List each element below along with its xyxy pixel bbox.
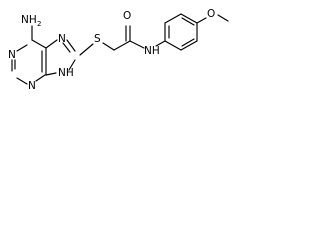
bond-c5-c6 bbox=[31, 39, 47, 49]
bond-c6-n1 bbox=[16, 44, 28, 52]
bond-n7-c8 bbox=[66, 39, 76, 52]
bond-ph-c3-c4 bbox=[180, 13, 198, 24]
bond-n3-c4 bbox=[35, 74, 46, 82]
purine-n9-label: NH bbox=[58, 67, 74, 79]
bond-c8-n9 bbox=[68, 59, 76, 71]
bond-ph-c6-c1 bbox=[164, 40, 182, 51]
purine-n3-label: N bbox=[28, 80, 36, 92]
purine-n7-label: N bbox=[58, 33, 66, 45]
bond-carbonyl-nh bbox=[129, 40, 145, 49]
bond-n9-c4 bbox=[45, 72, 57, 76]
bond-ph-c3-c4-double bbox=[181, 17, 195, 26]
amide-nh-label: NH bbox=[144, 45, 160, 57]
bond-sulfur-ch2 bbox=[102, 42, 115, 51]
bond-c8-sulfur bbox=[79, 43, 94, 56]
amine-label: NH bbox=[21, 14, 37, 26]
bond-c5-n7 bbox=[45, 39, 58, 49]
sulfur-label: S bbox=[94, 33, 101, 45]
purine-n1-label: N bbox=[8, 49, 16, 61]
bond-ph-c5-c6 bbox=[180, 40, 198, 51]
bond-lines bbox=[11, 13, 229, 85]
amine-subscript: 2 bbox=[37, 20, 41, 28]
bond-ph-ether bbox=[196, 17, 207, 24]
bond-c2-n3 bbox=[16, 77, 28, 85]
bond-ph-c2-c3 bbox=[164, 13, 182, 24]
bond-ph-c5-c6-double bbox=[181, 38, 195, 47]
bond-nh-phenyl bbox=[155, 40, 166, 47]
bond-ch2-carbonyl bbox=[113, 40, 131, 51]
ether-oxygen-label: O bbox=[207, 8, 215, 20]
atom-labels: NH 2 N N N NH S O NH O bbox=[8, 8, 215, 92]
chemical-structure-diagram: NH 2 N N N NH S O NH O bbox=[8, 8, 229, 92]
bond-n7-c8-double bbox=[62, 42, 71, 53]
bond-ether-methyl bbox=[217, 14, 229, 22]
carbonyl-oxygen-label: O bbox=[123, 10, 131, 22]
